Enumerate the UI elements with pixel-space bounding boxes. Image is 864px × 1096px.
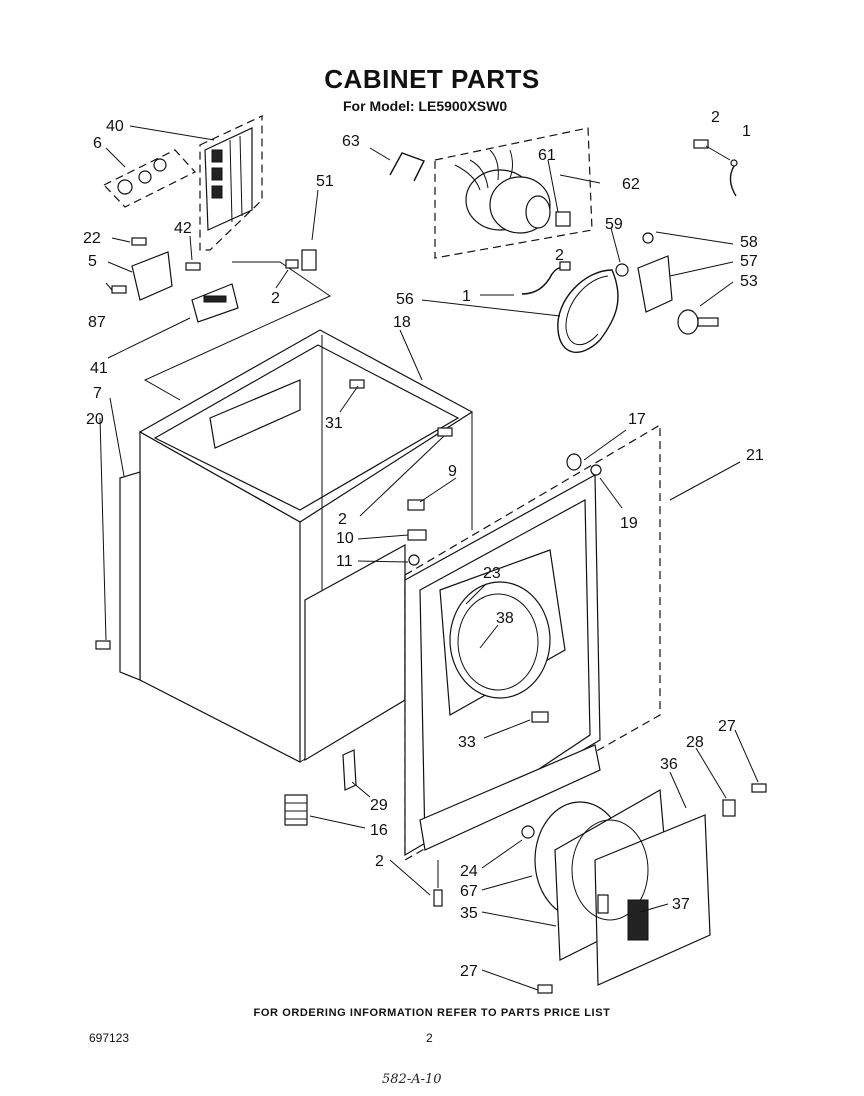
door-switch-41 [107,283,239,359]
callout-40: 40 [106,118,124,135]
screw-2-top [693,139,731,161]
callout-56: 56 [396,291,414,308]
wire-terminal-1 [729,159,738,197]
callout-61: 61 [538,147,556,164]
callout-36: 36 [660,756,678,773]
callout-labels: 40 6 22 42 5 87 41 7 20 51 2 63 61 62 59… [83,109,764,980]
cabinet-front-panel [404,423,661,862]
leader-lines [99,125,759,991]
idler-parts [615,232,719,335]
callout-27b: 27 [460,963,478,980]
callout-22: 22 [83,230,101,247]
callout-38: 38 [496,610,514,627]
callout-29: 29 [370,797,388,814]
motor-assembly-62 [434,127,601,259]
screw-20 [95,640,111,650]
document-number: 697123 [89,1031,130,1045]
callout-35: 35 [460,905,478,922]
callout-2e: 2 [375,853,384,870]
page-number: 2 [426,1031,433,1045]
callout-57: 57 [740,253,758,270]
door-assembly [521,783,767,994]
callout-62: 62 [622,176,640,193]
callout-24: 24 [460,863,478,880]
screw-kit-6 [103,149,196,208]
motor-wire-1 [521,261,571,295]
callout-28: 28 [686,734,704,751]
callout-17: 17 [628,411,646,428]
callout-59: 59 [605,216,623,233]
screw-42 [185,235,201,271]
callout-31: 31 [325,415,343,432]
callout-2d: 2 [338,511,347,528]
callout-21: 21 [746,447,764,464]
callout-23: 23 [483,565,501,582]
callout-63: 63 [342,133,360,150]
callout-1b: 1 [462,288,471,305]
mounting-plate-5 [107,251,173,301]
drive-belt-56 [557,269,619,353]
callout-11: 11 [336,553,353,570]
callout-1a: 1 [742,123,751,140]
callout-5: 5 [88,253,97,270]
front-panel-hardware [285,249,602,723]
model-subtitle: For Model: LE5900XSW0 [343,98,508,114]
callout-42: 42 [174,220,192,237]
callout-16: 16 [370,822,388,839]
page-title: CABINET PARTS [324,64,540,94]
callout-7: 7 [93,385,102,402]
callout-10: 10 [336,530,354,547]
callout-51: 51 [316,173,334,190]
callout-53: 53 [740,273,758,290]
callout-67: 67 [460,883,478,900]
callout-2a: 2 [271,290,280,307]
terminal-block-assembly [199,115,263,251]
callout-19: 19 [620,515,638,532]
callout-20: 20 [86,411,104,428]
callout-27a: 27 [718,718,736,735]
callout-6: 6 [93,135,102,152]
screw-87 [111,285,127,294]
callout-58: 58 [740,234,758,251]
handwritten-note: 582-A-10 [382,1072,442,1087]
callout-2c: 2 [555,247,564,264]
callout-9: 9 [448,463,457,480]
screw-22 [111,237,147,246]
ordering-note: FOR ORDERING INFORMATION REFER TO PARTS … [253,1007,611,1019]
callout-41: 41 [90,360,108,377]
callout-2b: 2 [711,109,720,126]
callout-37: 37 [672,896,690,913]
screw-2-bottom [433,860,443,907]
callout-18: 18 [393,314,411,331]
cabinet-side-panel [119,412,473,763]
callout-87: 87 [88,314,106,331]
callout-33: 33 [458,734,476,751]
leveling-leg-16 [284,794,308,826]
bracket-63 [369,147,425,182]
